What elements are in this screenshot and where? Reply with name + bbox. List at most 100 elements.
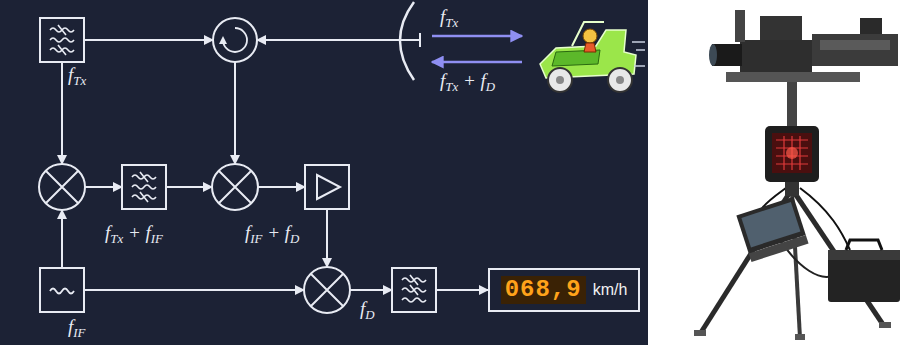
radar-device-photo — [787, 82, 797, 130]
mixer-symbol — [311, 274, 343, 306]
signal-wire — [326, 209, 328, 267]
car-illustration — [540, 22, 645, 92]
signal-wire — [62, 40, 488, 290]
signal-label: fD — [360, 298, 375, 320]
signal-label: fIF + fD — [245, 222, 299, 244]
subscript: Tx — [110, 231, 123, 246]
speed-unit: km/h — [593, 281, 628, 299]
signal-wire — [85, 186, 122, 188]
radar-device-photo — [760, 16, 802, 40]
signal-label: fTx — [440, 6, 458, 28]
amplifier-symbol — [317, 175, 340, 199]
bandpass-filter-symbol — [122, 165, 166, 209]
radar-device-photo — [749, 235, 809, 262]
car-illustration — [632, 42, 645, 66]
car-illustration — [548, 68, 572, 92]
bandpass-filter-symbol — [122, 165, 166, 209]
circulator-symbol — [213, 18, 257, 62]
mixer-symbol — [304, 267, 350, 313]
bandpass-filter-symbol — [58, 25, 66, 55]
car-illustration — [572, 22, 604, 46]
antenna-symbol — [419, 33, 421, 47]
circulator-symbol — [213, 18, 257, 62]
car-illustration — [583, 29, 597, 43]
radar-device-photo — [879, 322, 891, 328]
wave-arrow — [432, 61, 522, 64]
antenna-symbol — [400, 2, 414, 80]
circulator-symbol — [223, 28, 247, 52]
radar-device-photo — [846, 240, 882, 250]
subscript: D — [290, 231, 299, 246]
mixer-symbol — [39, 164, 85, 210]
signal-label: fTx — [68, 64, 86, 86]
signal-label: fTx + fD — [440, 70, 495, 92]
bandpass-filter-symbol — [140, 172, 148, 202]
radar-device-photo — [709, 44, 717, 66]
diagram-background — [0, 0, 648, 345]
car-illustration — [556, 76, 564, 84]
signal-wire — [258, 186, 305, 188]
car-illustration — [616, 76, 624, 84]
radar-device-photo — [772, 133, 812, 173]
signal-wire — [84, 39, 213, 41]
signal-wire — [234, 62, 236, 164]
radar-device-photo — [828, 250, 900, 302]
subscript: Tx — [445, 15, 458, 30]
radar-device-photo — [860, 18, 882, 34]
car-illustration — [584, 43, 596, 52]
bandpass-filter-symbol — [50, 28, 74, 52]
oscillator-symbol — [50, 289, 74, 294]
mixer-symbol — [219, 171, 251, 203]
wave-arrow — [432, 36, 522, 62]
subscript: D — [365, 307, 374, 322]
radar-device-photo — [776, 136, 808, 170]
radar-device-photo — [765, 126, 819, 182]
signal-wire — [166, 186, 212, 188]
bandpass-filter-symbol — [40, 18, 84, 62]
subscript: Tx — [445, 79, 458, 94]
radar-device-photo — [694, 330, 706, 336]
mixer-symbol — [46, 171, 78, 203]
signal-label: fIF — [68, 316, 85, 338]
antenna-symbol — [400, 2, 420, 80]
signal-wire — [61, 62, 63, 164]
oscillator-symbol — [40, 268, 84, 312]
radar-device-photo — [736, 197, 808, 262]
subscript: IF — [73, 325, 85, 340]
mixer-symbol — [212, 164, 258, 210]
radar-device-photo — [795, 334, 805, 340]
signal-wire — [61, 210, 63, 268]
mixer-symbol — [212, 164, 258, 210]
car-illustration — [608, 68, 632, 92]
radar-device-photo — [735, 10, 745, 42]
bandpass-filter-symbol — [132, 175, 156, 199]
amplifier-symbol — [305, 165, 349, 209]
radar-device-photo — [694, 10, 900, 340]
subscript: IF — [151, 231, 163, 246]
mixer-symbol — [304, 267, 350, 313]
subscript: Tx — [73, 73, 86, 88]
display-box: 068,9 km/h — [488, 268, 640, 312]
speed-readout: 068,9 — [501, 276, 586, 304]
subscript: IF — [250, 231, 262, 246]
lowpass-filter-symbol — [392, 268, 436, 312]
oscillator-symbol — [40, 268, 84, 312]
amplifier-symbol — [305, 165, 349, 209]
wave-arrow — [432, 35, 522, 38]
signal-wire — [257, 39, 420, 41]
signal-wire — [436, 289, 488, 291]
radar-device-photo — [812, 34, 898, 66]
lowpass-filter-symbol — [410, 275, 418, 295]
radar-device-photo — [820, 40, 890, 50]
signal-label: fTx + fIF — [105, 222, 163, 244]
bandpass-filter-symbol — [40, 18, 84, 62]
radar-device-photo — [726, 72, 860, 82]
radar-device-photo — [740, 40, 812, 72]
radar-device-photo — [786, 147, 798, 159]
signal-wire — [350, 289, 392, 291]
lowpass-filter-symbol — [392, 268, 436, 312]
signal-wire — [84, 289, 304, 291]
